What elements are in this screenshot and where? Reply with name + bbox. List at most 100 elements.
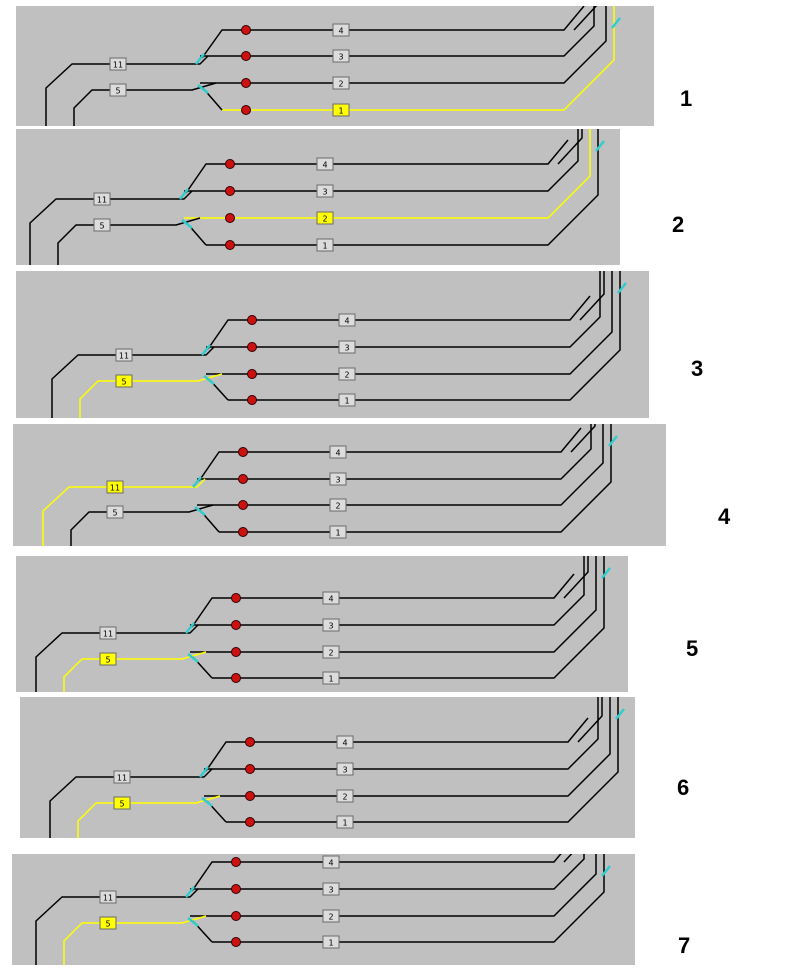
entry-11 [49, 768, 213, 838]
label-track-1: 1 [316, 238, 334, 252]
label-entry-5-text: 5 [105, 656, 110, 665]
track-2 [200, 6, 607, 84]
label-entry-5: 5 [109, 83, 127, 97]
label-track-4-box [316, 157, 334, 171]
label-entry-11-box [109, 57, 127, 71]
track-1 [226, 697, 619, 823]
label-track-1: 1 [329, 525, 347, 539]
label-entry-11-text: 11 [119, 352, 129, 361]
label-entry-11: 11 [113, 770, 131, 784]
signal-track-4 [225, 159, 235, 169]
track-4 [191, 573, 575, 628]
label-entry-5-text: 5 [105, 920, 110, 929]
exit-line [573, 6, 598, 31]
label-track-1: 1 [322, 935, 340, 949]
label-entry-11: 11 [93, 192, 111, 206]
label-entry-11-box [115, 348, 133, 362]
label-entry-5: 5 [113, 796, 131, 810]
label-track-2-box [322, 645, 340, 659]
label-track-1: 1 [332, 103, 350, 117]
label-track-1-box [322, 935, 340, 949]
entry-5 [70, 504, 214, 546]
label-track-2: 2 [322, 645, 340, 659]
label-track-2-text: 2 [328, 913, 333, 922]
switch-marker-right [615, 708, 625, 720]
label-track-2-text: 2 [322, 215, 327, 224]
label-track-2-text: 2 [338, 80, 343, 89]
label-track-4: 4 [332, 23, 350, 37]
signal-track-4 [238, 447, 248, 457]
signal-track-3 [231, 884, 241, 894]
label-entry-5-box [113, 796, 131, 810]
exit-line [557, 129, 583, 165]
label-track-3-text: 3 [338, 53, 343, 62]
signal-track-3 [241, 51, 251, 61]
label-entry-5-box [115, 374, 133, 388]
label-track-2-box [316, 211, 334, 225]
label-track-4-box [338, 313, 356, 327]
switch-marker-lower [201, 797, 213, 807]
label-entry-5-box [109, 83, 127, 97]
label-track-1: 1 [322, 671, 340, 685]
track-4 [205, 717, 589, 772]
track-2 [190, 556, 597, 653]
switch-marker-right [608, 435, 618, 447]
track-3 [204, 697, 599, 770]
entry-11 [29, 190, 193, 265]
label-track-4: 4 [322, 591, 340, 605]
label-entry-11: 11 [115, 348, 133, 362]
track-2 [204, 697, 611, 797]
label-track-3-text: 3 [322, 188, 327, 197]
track-2 [190, 854, 597, 917]
signal-track-3 [238, 474, 248, 484]
label-track-2-box [322, 909, 340, 923]
switch-marker-upper [185, 622, 195, 634]
label-track-4-text: 4 [342, 739, 347, 748]
switch-marker-upper [199, 766, 209, 778]
label-entry-11-box [93, 192, 111, 206]
step-number-7: 7 [678, 933, 691, 958]
label-track-4-text: 4 [328, 595, 333, 604]
entry-5 [57, 217, 201, 265]
signal-track-1 [231, 937, 241, 947]
switch-marker-lower [187, 653, 199, 663]
label-entry-11: 11 [99, 890, 117, 904]
label-track-2: 2 [338, 367, 356, 381]
label-entry-11: 11 [99, 626, 117, 640]
track-4 [201, 6, 585, 59]
label-track-1-text: 1 [335, 529, 340, 538]
label-entry-11: 11 [109, 57, 127, 71]
entry-11 [35, 888, 199, 965]
label-entry-11-box [106, 480, 124, 494]
label-track-3: 3 [322, 882, 340, 896]
label-track-1-box [332, 103, 350, 117]
step-number-2: 2 [672, 212, 685, 237]
label-track-4-text: 4 [335, 449, 340, 458]
entry-5 [63, 915, 207, 965]
label-entry-5-text: 5 [121, 378, 126, 387]
label-track-2-box [329, 498, 347, 512]
switch-marker-right [601, 865, 611, 877]
label-track-3-box [329, 472, 347, 486]
label-track-3: 3 [332, 49, 350, 63]
label-track-4: 4 [316, 157, 334, 171]
switch-marker-upper [195, 53, 205, 65]
entry-5 [73, 82, 217, 126]
entry-11 [51, 346, 215, 418]
label-entry-5-box [99, 652, 117, 666]
label-entry-5-box [99, 916, 117, 930]
switch-marker-right [595, 140, 605, 152]
label-track-2: 2 [322, 909, 340, 923]
label-track-3-text: 3 [342, 766, 347, 775]
signal-track-1 [225, 240, 235, 250]
